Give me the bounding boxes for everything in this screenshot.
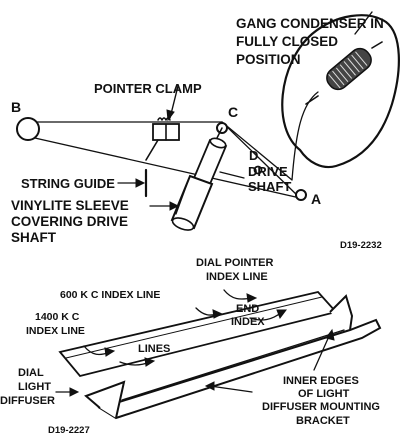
inner-edges-label-line2: OF LIGHT <box>298 388 350 400</box>
drive-shaft-label-line2: SHAFT <box>248 179 291 194</box>
inner-edges-label-line1: INNER EDGES <box>283 375 359 387</box>
dial-light-diffuser <box>58 291 338 378</box>
point-d-label: D <box>249 148 258 163</box>
point-a-label: A <box>311 191 321 207</box>
end-index-label-line1: END <box>236 303 259 315</box>
drive-shaft <box>170 137 228 231</box>
bottom-figure-id: D19-2227 <box>48 425 90 436</box>
point-b-label: B <box>11 99 21 115</box>
kc600-label: 600 K C INDEX LINE <box>60 289 160 301</box>
dial-pointer-label-line1: DIAL POINTER <box>196 257 273 269</box>
index-line-arrows <box>55 289 287 397</box>
pulley-d <box>253 165 263 175</box>
kc1400-label-line1: 1400 K C <box>35 311 80 323</box>
diffuser-label-line2: LIGHT <box>18 381 51 393</box>
string-guide <box>117 168 148 198</box>
pointer-clamp <box>145 85 180 161</box>
condenser-label-line1: GANG CONDENSER IN <box>236 16 384 31</box>
string-guide-label: STRING GUIDE <box>21 176 115 191</box>
bracket-label-line2: BRACKET <box>296 415 350 427</box>
vinylite-label-line1: VINYLITE SLEEVE <box>11 198 129 213</box>
pulley-a <box>295 189 307 201</box>
diffuser-mounting-bracket <box>84 294 382 420</box>
vinylite-label-line2: COVERING DRIVE <box>11 214 128 229</box>
dial-string <box>25 91 319 199</box>
drive-shaft-label-line1: DRIVE <box>248 164 288 179</box>
point-c-label: C <box>228 104 238 120</box>
end-index-label-line2: INDEX <box>231 316 265 328</box>
pointer-clamp-label: POINTER CLAMP <box>94 81 202 96</box>
kc1400-label-line2: INDEX LINE <box>26 325 85 337</box>
bracket-label-line1: DIFFUSER MOUNTING <box>262 401 380 413</box>
condenser-label-line2: FULLY CLOSED <box>236 34 338 49</box>
gang-condenser <box>281 11 400 169</box>
diffuser-label-line3: DIFFUSER <box>0 395 55 407</box>
vinylite-label-line3: SHAFT <box>11 230 57 245</box>
condenser-coil <box>326 47 372 91</box>
condenser-label-line3: POSITION <box>236 52 301 67</box>
top-figure-id: D19-2232 <box>340 240 382 251</box>
diffuser-label-line1: DIAL <box>18 367 44 379</box>
dial-pointer-label-line2: INDEX LINE <box>206 271 268 283</box>
end-index-label-line3: LINES <box>138 343 170 355</box>
pulley-b <box>16 117 40 141</box>
inner-edge-leaders <box>204 328 335 393</box>
